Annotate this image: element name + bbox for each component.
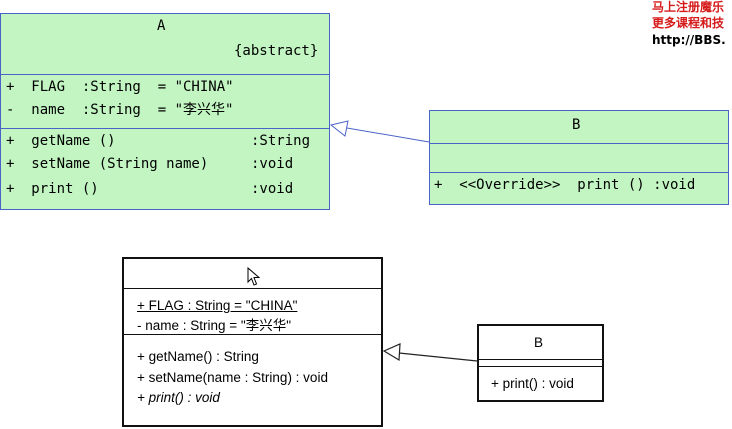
bottom-class-a-attribute-name: - name : String = "李兴华" [137, 318, 292, 333]
bottom-class-a-box[interactable] [122, 257, 383, 427]
class-a-operation-setname: + setName (String name) [6, 156, 209, 172]
watermark-line-1: 马上注册魔乐 [652, 0, 725, 14]
class-a-operation-print: + print () [6, 181, 99, 197]
top-generalization-line [346, 127, 430, 143]
bottom-class-a-operation-getname: + getName() : String [137, 349, 259, 364]
class-a-name: A [157, 18, 166, 34]
class-a-attribute-name: - name :String = "李兴华" [6, 102, 234, 118]
class-a-operation-setname-return: :void [251, 156, 294, 172]
class-b-operation-print: + <<Override>> print () :void [434, 177, 696, 193]
class-a-attribute-flag: + FLAG :String = "CHINA" [6, 79, 234, 95]
bottom-class-a-operation-setname: + setName(name : String) : void [137, 370, 328, 385]
bottom-class-b-name-section [479, 326, 602, 360]
bottom-class-a-operation-print: + print() : void [137, 390, 220, 405]
mouse-cursor-icon [247, 267, 261, 286]
bottom-class-b-name: B [534, 335, 544, 350]
bottom-class-a-attribute-flag: + FLAG : String = "CHINA" [137, 298, 298, 313]
bottom-class-a-name-section [124, 259, 381, 289]
class-b-name-section [430, 111, 728, 144]
class-b-box[interactable] [429, 110, 729, 205]
class-a-operation-print-return: :void [251, 181, 294, 197]
watermark-line-2: 更多课程和技 [652, 16, 725, 30]
bottom-class-b-attributes-section [479, 360, 602, 367]
class-a-operation-getname: + getName () [6, 133, 116, 149]
bottom-generalization-arrowhead [382, 343, 401, 362]
bottom-class-a-attributes-section [124, 289, 381, 335]
class-b-name: B [572, 117, 581, 133]
class-b-attributes-section [430, 144, 728, 173]
class-a-attributes-section [1, 75, 329, 129]
bottom-class-b-box[interactable] [477, 324, 604, 402]
class-a-name-section [1, 14, 329, 75]
bottom-class-b-operation-print: + print() : void [491, 376, 574, 391]
class-a-stereotype: {abstract} [234, 43, 319, 59]
top-generalization-arrowhead [329, 120, 349, 137]
watermark-line-3: http://BBS. [652, 33, 726, 47]
class-a-box[interactable] [0, 13, 330, 210]
class-a-operation-getname-return: :String [251, 133, 311, 149]
bottom-generalization-line [398, 352, 478, 362]
